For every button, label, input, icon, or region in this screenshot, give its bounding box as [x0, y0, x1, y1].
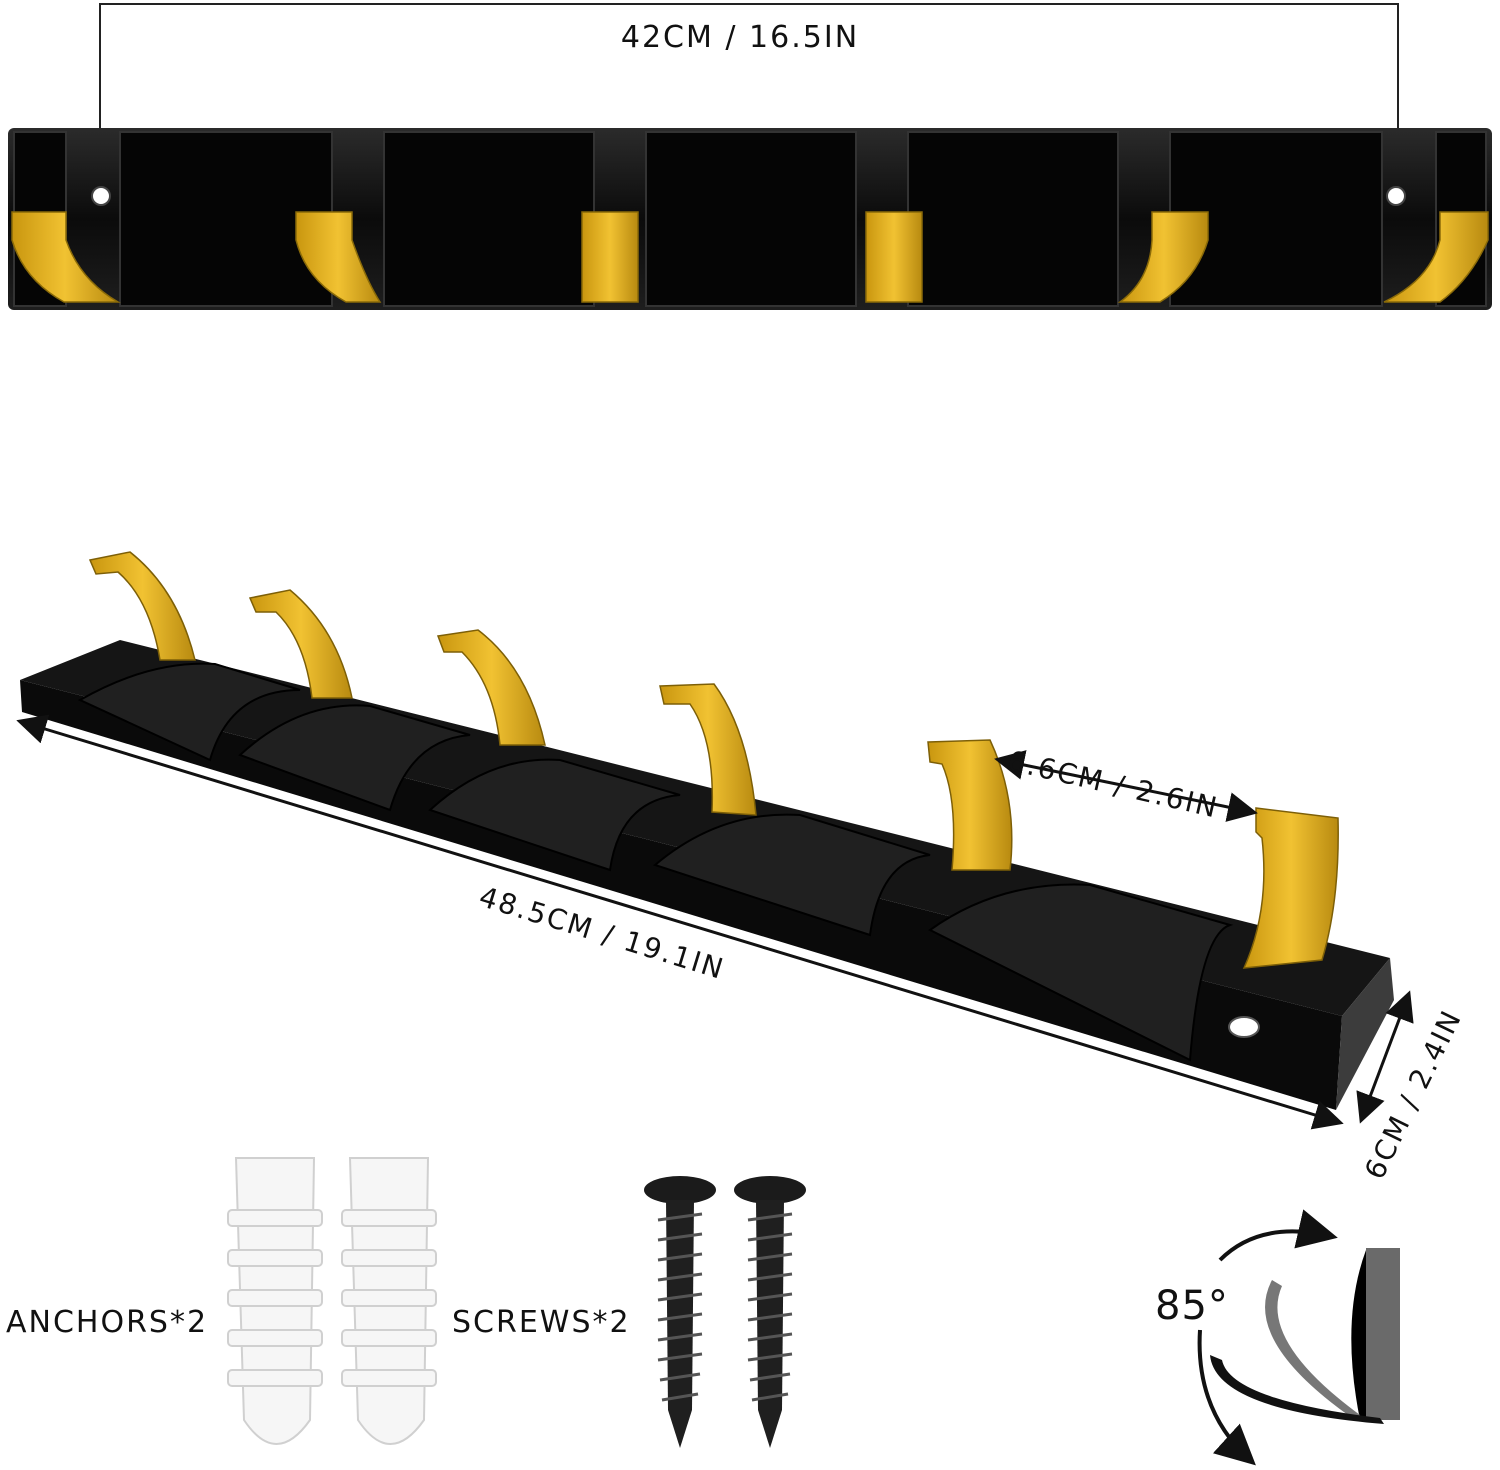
rotation-diagram: [1197, 1209, 1400, 1466]
anchor-1: [227, 1157, 323, 1445]
screw-hole-right: [1386, 186, 1406, 206]
rotation-arrow-top: [1218, 1209, 1338, 1262]
wall-anchors: [227, 1157, 437, 1445]
screw-1: [644, 1176, 716, 1448]
hook-spacing-arrow: [994, 750, 1258, 822]
screws: [644, 1176, 806, 1448]
screws-label: SCREWS*2: [452, 1305, 631, 1340]
anchors-label: ANCHORS*2: [6, 1305, 209, 1340]
hook-folded: [1265, 1280, 1360, 1420]
top-rail-panels: [13, 131, 1487, 307]
perspective-rail-front: [20, 680, 1342, 1110]
screw-2: [734, 1176, 806, 1448]
top-dimension-bracket: [99, 3, 1399, 185]
rail-profile: [1351, 1250, 1366, 1420]
perspective-rack: [16, 551, 1414, 1130]
top-hook-4: [865, 211, 923, 303]
top-hook-5: [1117, 211, 1209, 303]
top-view-rack: [8, 3, 1492, 310]
persp-hook-1: [88, 551, 196, 661]
wall-plate: [1366, 1248, 1400, 1420]
top-hook-6: [1383, 211, 1489, 303]
persp-hook-6: [1242, 807, 1339, 969]
perspective-screw-hole: [1228, 1016, 1260, 1038]
rotation-angle-label: 85°: [1155, 1283, 1229, 1329]
top-hook-2: [295, 211, 382, 303]
anchor-2: [341, 1157, 437, 1445]
screw-hole-spacing-label: 42CM / 16.5IN: [620, 20, 860, 55]
length-dimension-arrow: [16, 714, 1344, 1130]
hook-open: [1210, 1355, 1384, 1424]
top-hooks: [11, 211, 1489, 303]
height-dimension-arrow: [1356, 990, 1414, 1124]
screw-hole-left: [91, 186, 111, 206]
top-hook-3: [581, 211, 639, 303]
persp-hook-2: [248, 589, 353, 699]
rotation-arrow-bottom: [1197, 1329, 1256, 1466]
top-hook-1: [11, 211, 121, 303]
